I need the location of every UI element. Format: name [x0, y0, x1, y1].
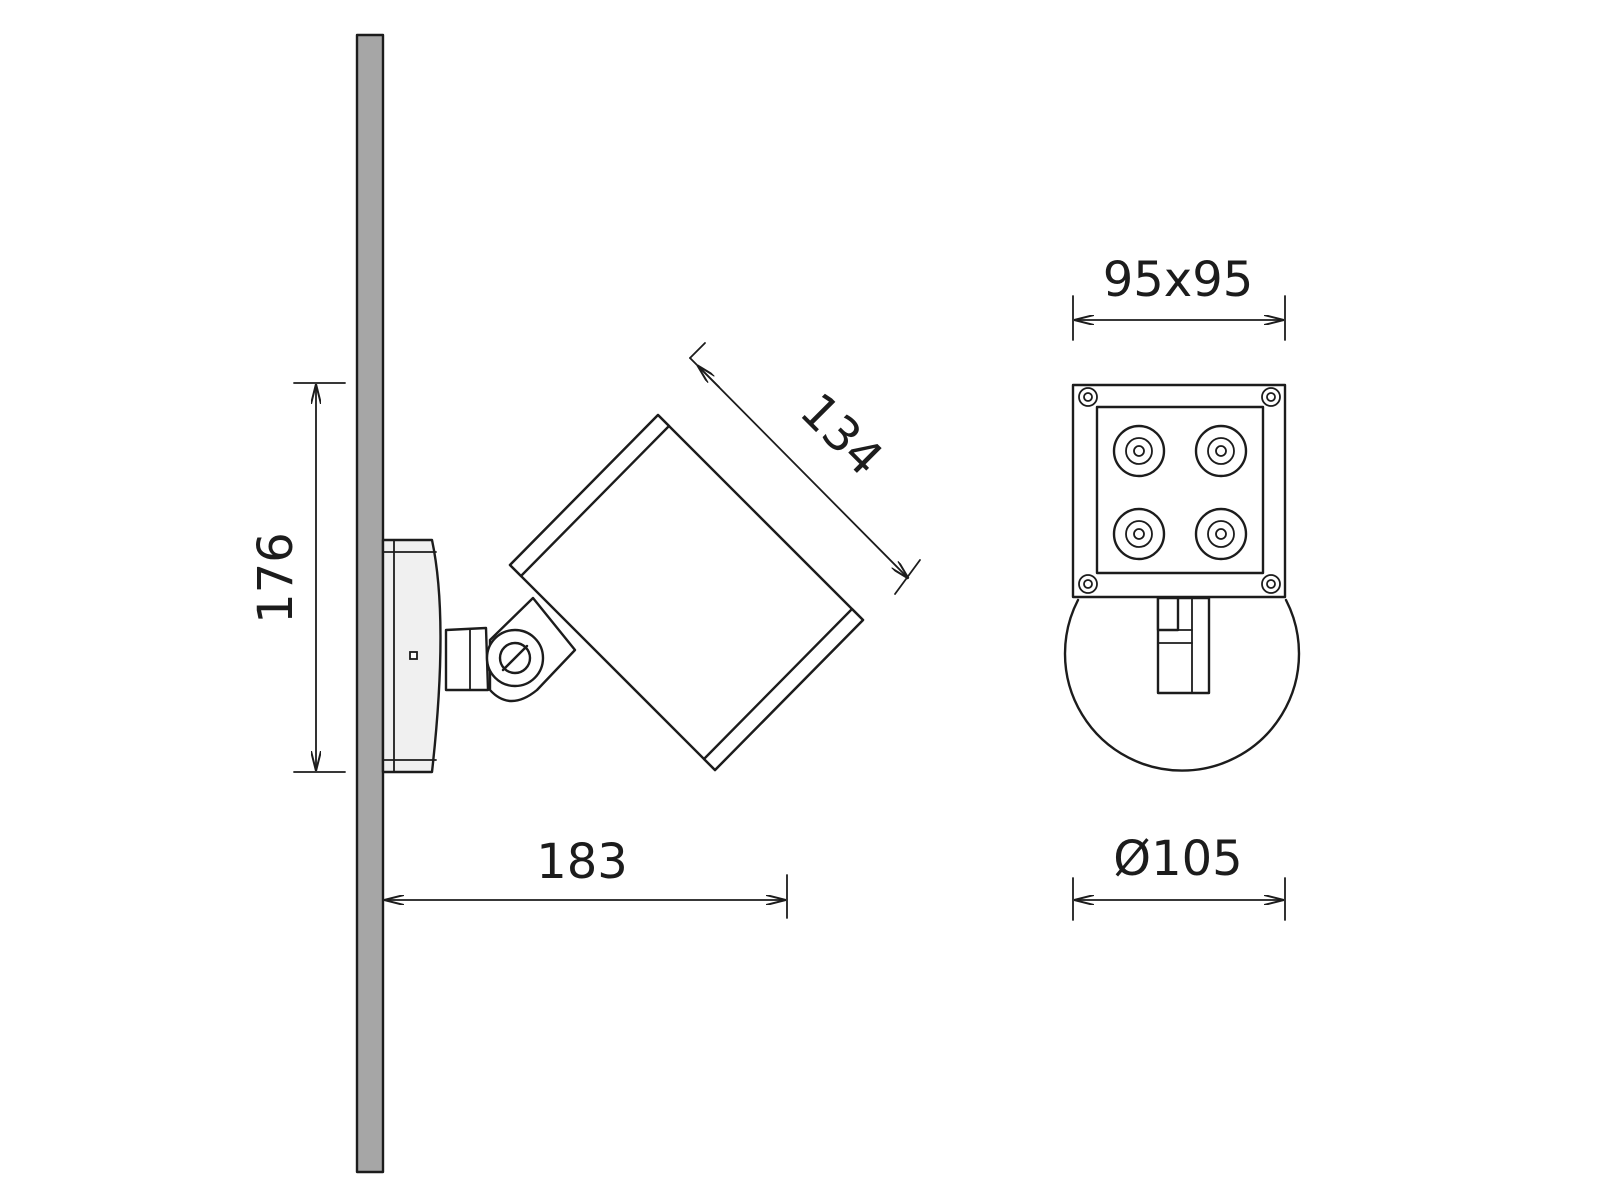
base-diameter-label: Ø105: [1113, 831, 1242, 887]
corner-screws: [1078, 387, 1281, 594]
side-view: 176 183 134: [248, 33, 921, 1174]
lamp-head: [508, 413, 865, 772]
projection-dimension: 183: [385, 834, 788, 919]
height-dimension: 176: [248, 382, 346, 773]
mount-screw-mark: [409, 651, 418, 660]
mount-arm: [444, 626, 490, 692]
front-bracket: [1156, 596, 1211, 695]
height-label: 176: [248, 532, 304, 624]
front-view: 95x95 Ø105: [1063, 252, 1301, 921]
base-diameter-dimension: Ø105: [1072, 831, 1286, 921]
head-square-label: 95x95: [1103, 252, 1254, 308]
head-square-dimension: 95x95: [1072, 252, 1286, 341]
projection-label: 183: [536, 834, 628, 890]
led-lenses: [1112, 424, 1248, 561]
wall: [355, 33, 385, 1174]
head-length-label: 134: [789, 382, 893, 486]
